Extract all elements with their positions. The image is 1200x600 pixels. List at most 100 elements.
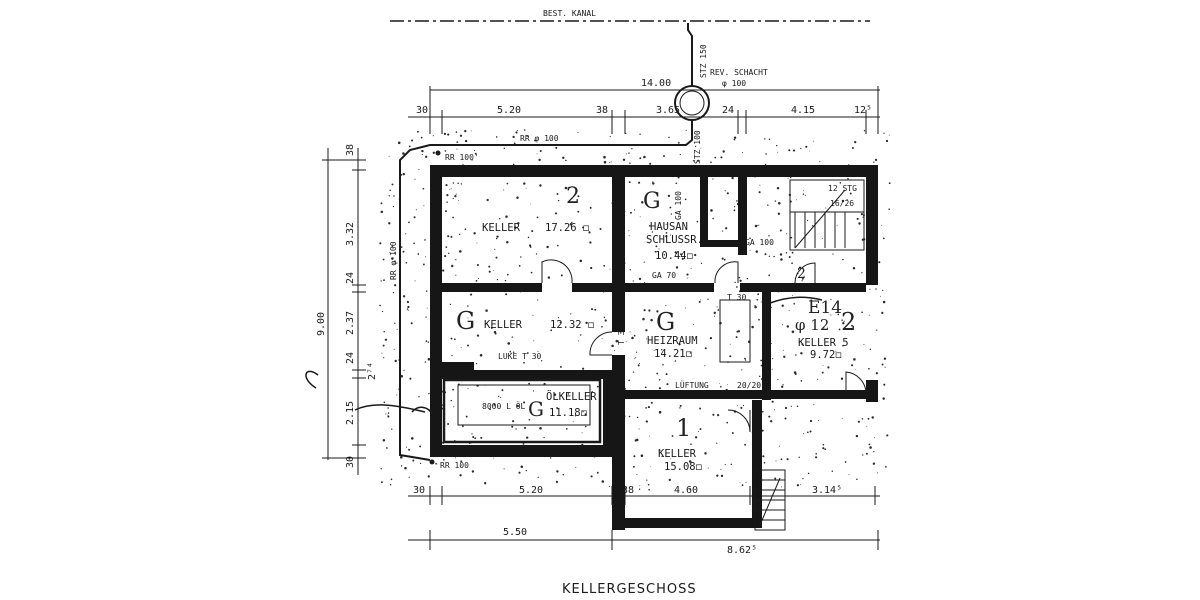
scan-speck bbox=[862, 216, 864, 218]
scan-speck bbox=[846, 199, 848, 201]
scan-speck bbox=[723, 258, 726, 261]
scan-speck bbox=[757, 293, 760, 296]
scan-speck bbox=[455, 193, 457, 195]
scan-speck bbox=[474, 437, 477, 439]
scan-speck bbox=[424, 361, 427, 363]
scan-speck bbox=[763, 462, 766, 464]
scan-speck bbox=[730, 463, 733, 466]
scan-speck bbox=[601, 325, 603, 328]
scan-speck bbox=[530, 203, 532, 205]
scan-speck bbox=[778, 445, 780, 447]
scan-speck bbox=[716, 442, 718, 444]
scan-speck bbox=[789, 176, 792, 179]
scan-speck bbox=[512, 163, 515, 166]
scan-speck bbox=[486, 198, 489, 202]
scan-speck bbox=[639, 485, 641, 487]
scan-speck bbox=[764, 163, 767, 166]
scan-speck bbox=[392, 205, 395, 208]
scan-speck bbox=[420, 136, 423, 139]
scan-speck bbox=[883, 383, 886, 386]
scan-speck bbox=[883, 357, 887, 360]
scan-speck bbox=[759, 184, 761, 186]
dim-top-5: 24 bbox=[722, 105, 734, 116]
scan-speck bbox=[812, 225, 814, 227]
scan-speck bbox=[791, 251, 794, 254]
scan-speck bbox=[432, 135, 434, 137]
scan-speck bbox=[599, 227, 602, 231]
scan-speck bbox=[526, 352, 529, 354]
scan-speck bbox=[827, 366, 830, 369]
room-area: 9.72◻ bbox=[810, 349, 842, 361]
room-name: KELLER 5 bbox=[798, 337, 849, 349]
scan-speck bbox=[630, 211, 632, 214]
dim-bottom-2: 5.20 bbox=[519, 485, 543, 496]
scan-speck bbox=[471, 433, 473, 435]
scan-speck bbox=[629, 331, 631, 333]
scan-speck bbox=[525, 187, 527, 189]
scan-speck bbox=[507, 342, 510, 345]
scan-speck bbox=[774, 477, 777, 480]
scan-speck bbox=[719, 383, 721, 385]
scan-speck bbox=[773, 409, 775, 411]
scan-speck bbox=[768, 138, 771, 140]
scan-speck bbox=[387, 414, 389, 416]
scan-speck bbox=[452, 182, 455, 184]
scan-speck bbox=[843, 320, 845, 322]
scan-speck bbox=[473, 150, 476, 152]
scan-speck bbox=[381, 310, 384, 313]
scan-speck bbox=[449, 188, 451, 190]
scan-speck bbox=[446, 201, 448, 203]
scan-speck bbox=[452, 388, 454, 391]
room-area: 17.26 ◻ bbox=[545, 222, 589, 234]
scan-speck bbox=[874, 158, 878, 162]
scan-speck bbox=[689, 488, 692, 490]
scan-speck bbox=[873, 161, 875, 163]
dim-bottom-7: 8.62⁵ bbox=[727, 545, 757, 556]
scan-speck bbox=[744, 357, 746, 360]
hand-note-b: φ 12 bbox=[795, 316, 829, 334]
scan-speck bbox=[540, 360, 543, 362]
scan-speck bbox=[628, 181, 631, 184]
scan-speck bbox=[716, 474, 719, 477]
scan-speck bbox=[504, 279, 507, 282]
scan-speck bbox=[802, 477, 804, 480]
scan-speck bbox=[640, 454, 644, 457]
scan-speck bbox=[495, 237, 498, 240]
scan-speck bbox=[854, 140, 857, 144]
scan-speck bbox=[671, 435, 674, 437]
scan-speck bbox=[603, 160, 607, 164]
scan-speck bbox=[580, 334, 582, 336]
scan-speck bbox=[884, 366, 886, 368]
scan-speck bbox=[417, 253, 420, 255]
scan-speck bbox=[768, 415, 771, 418]
scan-speck bbox=[475, 280, 478, 282]
scan-speck bbox=[394, 284, 397, 287]
scan-speck bbox=[796, 484, 800, 487]
scan-speck bbox=[459, 474, 462, 477]
scan-speck bbox=[446, 193, 449, 197]
scan-speck bbox=[449, 303, 452, 306]
scan-speck bbox=[625, 153, 627, 155]
hand-note-c: 2 bbox=[797, 266, 806, 282]
scan-speck bbox=[515, 428, 517, 430]
scan-speck bbox=[511, 336, 513, 338]
scan-speck bbox=[494, 248, 496, 250]
scan-speck bbox=[445, 184, 448, 187]
scan-speck bbox=[873, 450, 875, 453]
scan-speck bbox=[649, 162, 652, 165]
scan-speck bbox=[574, 415, 577, 417]
scan-speck bbox=[777, 378, 779, 381]
luke-label: LUKE T 30 bbox=[498, 352, 542, 361]
scan-speck bbox=[391, 428, 393, 430]
dim-bottom-4: 4.60 bbox=[674, 485, 698, 496]
scan-speck bbox=[686, 277, 688, 279]
scan-speck bbox=[882, 397, 885, 400]
scan-speck bbox=[512, 135, 515, 139]
scan-speck bbox=[868, 443, 871, 446]
scan-speck bbox=[442, 269, 445, 272]
scan-speck bbox=[650, 466, 652, 468]
scan-speck bbox=[699, 428, 702, 431]
scan-speck bbox=[638, 428, 640, 430]
scan-speck bbox=[609, 268, 611, 270]
scan-speck bbox=[642, 317, 645, 321]
